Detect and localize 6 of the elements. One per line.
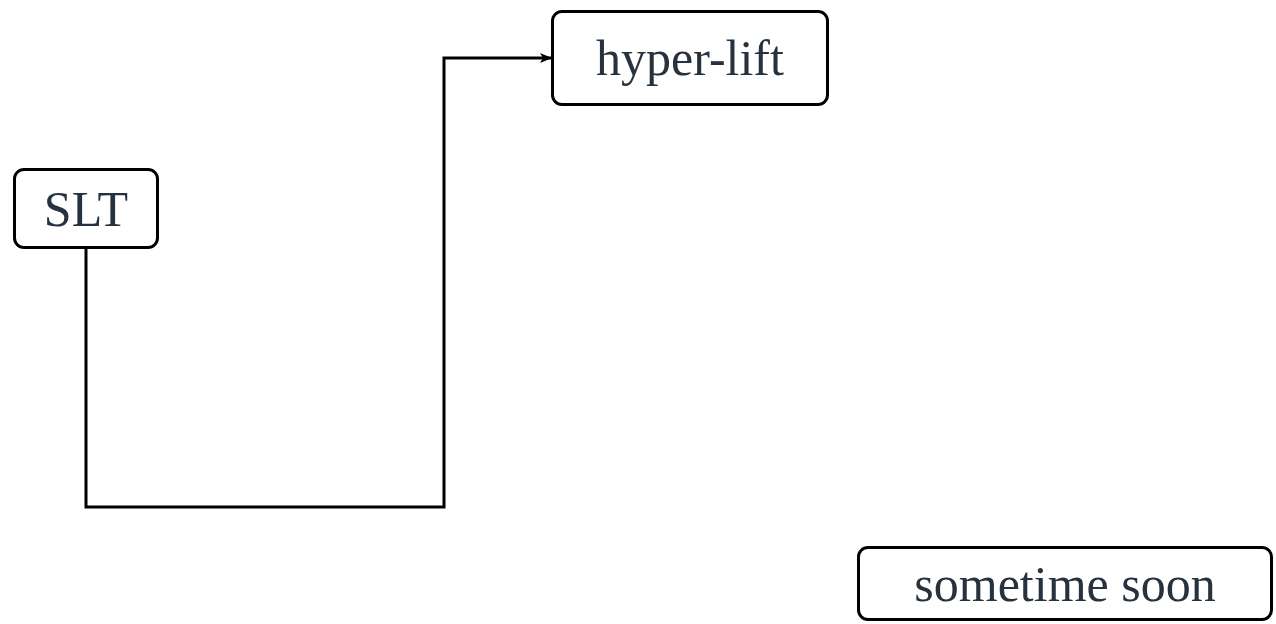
box-label: SLT [43, 183, 129, 234]
rounded-box [551, 10, 829, 106]
rounded-box [13, 168, 159, 249]
box-label: sometime soon [914, 558, 1216, 609]
arrow [84, 53, 552, 509]
rounded-box [857, 546, 1273, 621]
